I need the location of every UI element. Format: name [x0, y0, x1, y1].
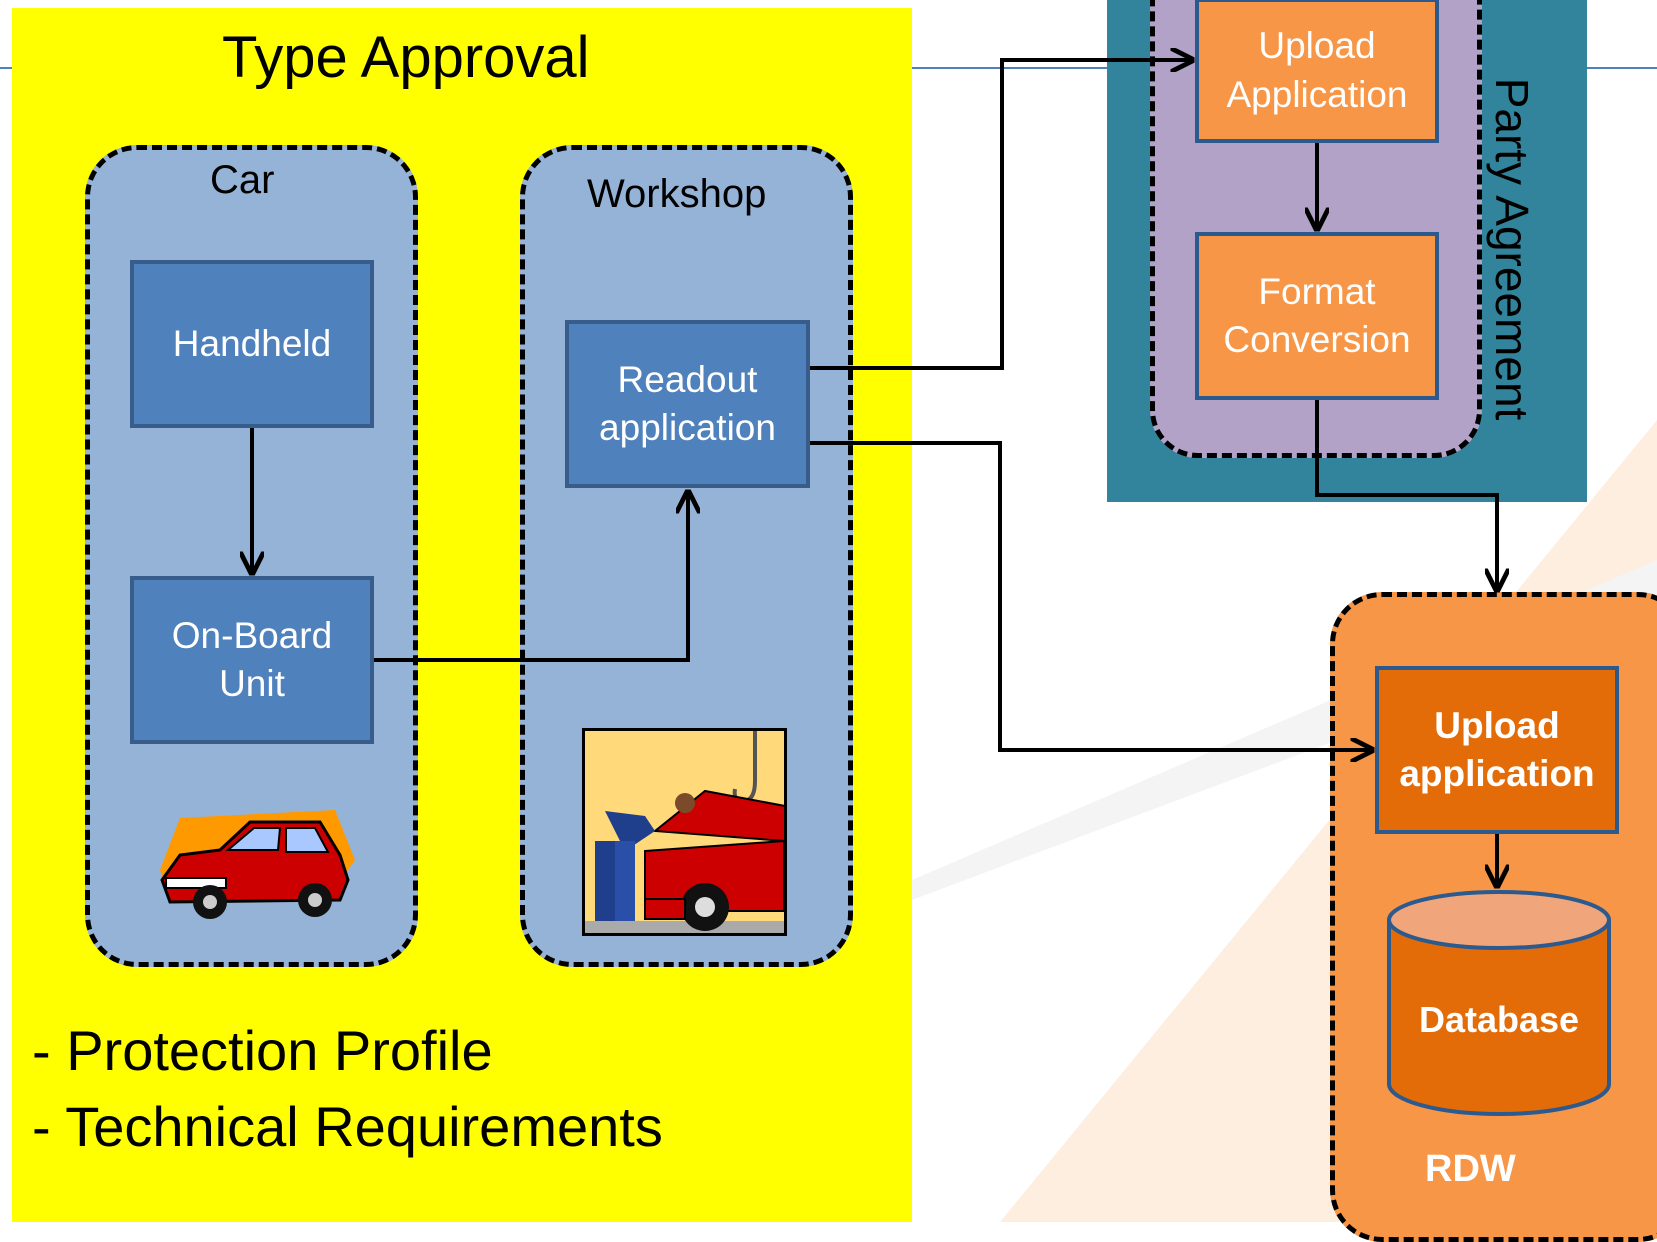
- workshop-label: Workshop: [587, 172, 767, 216]
- database-cylinder-icon: [1387, 890, 1611, 1116]
- arrow-obu-to-readout: [374, 492, 688, 662]
- arrow-readout-to-upload-rdw: [810, 441, 1372, 750]
- mechanic-clipart-icon: [582, 728, 787, 936]
- format-conversion-node: Format Conversion: [1195, 232, 1439, 400]
- car-label: Car: [210, 158, 275, 202]
- handheld-node: Handheld: [130, 260, 374, 428]
- car-clipart-icon: [160, 810, 355, 919]
- on-board-unit-node: On-Board Unit: [130, 576, 374, 744]
- arrow-readout-to-upload-tp: [810, 60, 1192, 370]
- readout-application-node: Readout application: [565, 320, 810, 488]
- arrow-format-to-rdw: [1315, 400, 1497, 590]
- bullet-technical-requirements: - Technical Requirements: [32, 1095, 663, 1158]
- type-approval-title: Type Approval: [222, 25, 590, 90]
- upload-application-tp-node: Upload Application: [1195, 0, 1439, 143]
- upload-application-rdw-node: Upload application: [1375, 666, 1619, 834]
- database-label: Database: [1418, 998, 1580, 1040]
- bullet-protection-profile: - Protection Profile: [32, 1019, 493, 1082]
- rdw-label: RDW: [1425, 1148, 1516, 1190]
